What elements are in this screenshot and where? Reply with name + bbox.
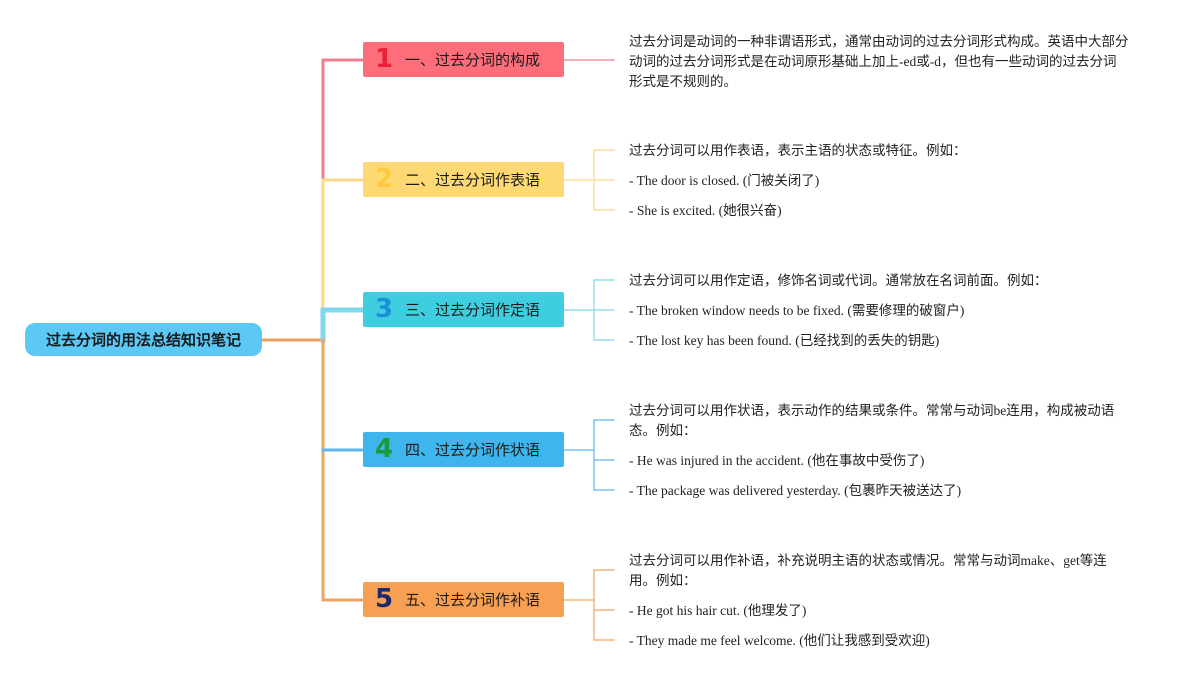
branch-2[interactable]: 2 二、过去分词作表语 — [363, 162, 564, 197]
note-3-3: - The lost key has been found. (已经找到的丢失的… — [629, 333, 940, 348]
root-topic[interactable]: 过去分词的用法总结知识笔记 — [25, 323, 262, 356]
note-1-1: 过去分词是动词的一种非谓语形式，通常由动词的过去分词形式构成。英语中大部分动词的… — [629, 34, 1129, 89]
note-5-2: - He got his hair cut. (他理发了) — [629, 603, 807, 618]
note-3-1: 过去分词可以用作定语，修饰名词或代词。通常放在名词前面。例如： — [629, 273, 1048, 288]
branch-number-5: 5 — [374, 584, 394, 614]
branch-number-2: 2 — [374, 164, 394, 194]
note-4-3: - The package was delivered yesterday. (… — [629, 483, 962, 498]
note-4-2: - He was injured in the accident. (他在事故中… — [629, 453, 925, 468]
branch-1[interactable]: 1 一、过去分词的构成 — [363, 42, 564, 77]
branch-number-1: 1 — [374, 44, 394, 74]
note-5-1: 过去分词可以用作补语，补充说明主语的状态或情况。常常与动词make、get等连用… — [629, 553, 1107, 588]
branch-label-3: 三、过去分词作定语 — [405, 301, 541, 319]
branch-label-1: 一、过去分词的构成 — [405, 51, 541, 69]
note-2-3: - She is excited. (她很兴奋) — [629, 203, 782, 218]
branch-label-2: 二、过去分词作表语 — [405, 171, 541, 189]
note-3-2: - The broken window needs to be fixed. (… — [629, 303, 965, 318]
branch-label-5: 五、过去分词作补语 — [405, 591, 541, 609]
branch-label-4: 四、过去分词作状语 — [405, 441, 541, 459]
branch-number-3: 3 — [374, 294, 394, 324]
note-4-1: 过去分词可以用作状语，表示动作的结果或条件。常常与动词be连用，构成被动语态。例… — [629, 403, 1115, 438]
branch-3[interactable]: 3 三、过去分词作定语 — [363, 292, 564, 327]
root-topic-label: 过去分词的用法总结知识笔记 — [45, 331, 241, 349]
note-2-2: - The door is closed. (门被关闭了) — [629, 173, 820, 188]
branch-4[interactable]: 4 四、过去分词作状语 — [363, 432, 564, 467]
note-5-3: - They made me feel welcome. (他们让我感到受欢迎) — [629, 633, 930, 648]
note-2-1: 过去分词可以用作表语，表示主语的状态或特征。例如： — [629, 143, 967, 158]
branch-5[interactable]: 5 五、过去分词作补语 — [363, 582, 564, 617]
branch-number-4: 4 — [374, 434, 394, 464]
